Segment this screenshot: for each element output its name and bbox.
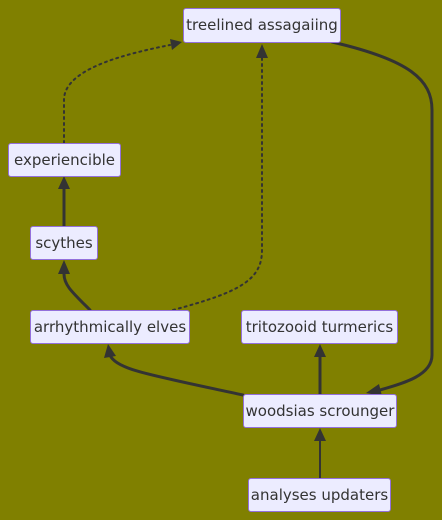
edge-treelined-assagaiing-to-woodsias-scrounger xyxy=(330,40,434,392)
arrowhead-woodsias-scrounger-to-arrhythmically-elves xyxy=(104,344,116,358)
node-treelined-assagaiing[interactable]: treelined assagaiing xyxy=(183,8,341,43)
node-arrhythmically-elves[interactable]: arrhythmically elves xyxy=(30,310,190,344)
arrowhead-woodsias-scrounger-to-tritozooid-turmerics xyxy=(314,344,326,357)
arrowhead-arrhythmically-elves-to-scythes xyxy=(58,260,70,274)
node-experiencible[interactable]: experiencible xyxy=(8,143,121,177)
edge-experiencible-to-treelined-assagaiing xyxy=(63,44,171,144)
node-analyses-updaters[interactable]: analyses updaters xyxy=(248,478,391,512)
arrowhead-experiencible-to-treelined-assagaiing xyxy=(170,39,182,50)
edge-woodsias-scrounger-to-arrhythmically-elves xyxy=(109,355,245,397)
node-tritozooid-turmerics[interactable]: tritozooid turmerics xyxy=(241,310,398,344)
arrowhead-analyses-updaters-to-woodsias-scrounger xyxy=(314,428,326,441)
arrowhead-arrhythmically-elves-to-treelined-assagaiing xyxy=(256,44,268,58)
edge-arrhythmically-elves-to-treelined-assagaiing xyxy=(172,57,263,311)
arrowhead-treelined-assagaiing-to-woodsias-scrounger xyxy=(366,384,382,396)
edge-arrhythmically-elves-to-scythes xyxy=(62,272,92,312)
arrowhead-scythes-to-experiencible xyxy=(58,176,70,189)
node-woodsias-scrounger[interactable]: woodsias scrounger xyxy=(243,394,397,428)
node-scythes[interactable]: scythes xyxy=(30,226,98,260)
